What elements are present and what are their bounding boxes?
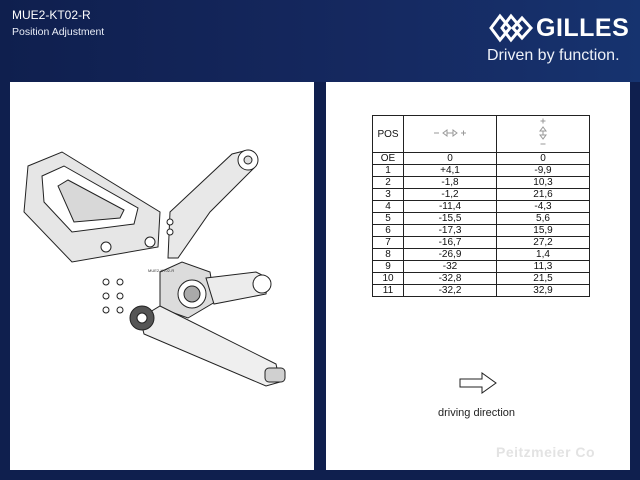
horizontal-value-cell: -17,3 xyxy=(403,224,497,237)
horizontal-value-cell: -1,2 xyxy=(403,188,497,201)
vertical-value-cell: 1,4 xyxy=(496,248,590,261)
document-subtitle: Position Adjustment xyxy=(12,26,105,38)
table-row: 1+4,1-9,9 xyxy=(372,164,590,177)
horizontal-value-cell: -11,4 xyxy=(403,200,497,213)
pos-cell: OE xyxy=(372,152,404,165)
vertical-value-cell: 32,9 xyxy=(496,284,590,297)
pos-cell: 2 xyxy=(372,176,404,189)
horizontal-value-cell: 0 xyxy=(403,152,497,165)
part-mark-label: MUE2-KT02-R xyxy=(148,268,174,273)
rearset-footpeg-assembly-drawing-icon: MUE2-KT02-R xyxy=(23,149,286,387)
vertical-value-cell: 5,6 xyxy=(496,212,590,225)
pos-cell: 7 xyxy=(372,236,404,249)
pos-cell: 10 xyxy=(372,272,404,285)
table-row: 4-11,4-4,3 xyxy=(372,200,590,213)
vertical-value-cell: 21,5 xyxy=(496,272,590,285)
vertical-value-cell: 10,3 xyxy=(496,176,590,189)
position-table-panel: POS xyxy=(326,82,630,470)
driving-direction-label: driving direction xyxy=(438,407,516,419)
horizontal-value-cell: -32 xyxy=(403,260,497,273)
horizontal-value-cell: -32,8 xyxy=(403,272,497,285)
gilles-logo-icon xyxy=(489,13,534,43)
drawing-panel: MUE2-KT02-R xyxy=(10,82,314,470)
brand-logo: GILLES xyxy=(488,12,630,44)
pos-cell: 5 xyxy=(372,212,404,225)
horizontal-value-cell: -32,2 xyxy=(403,284,497,297)
pos-cell: 9 xyxy=(372,260,404,273)
pos-cell: 8 xyxy=(372,248,404,261)
vertical-value-cell: 27,2 xyxy=(496,236,590,249)
pos-cell: 1 xyxy=(372,164,404,177)
horizontal-adjust-arrows-icon xyxy=(403,115,497,153)
header-bar: MUE2-KT02-R Position Adjustment GILLES D… xyxy=(0,0,640,82)
vertical-value-cell: 0 xyxy=(496,152,590,165)
horizontal-value-cell: -15,5 xyxy=(403,212,497,225)
vertical-value-cell: 21,6 xyxy=(496,188,590,201)
table-header-row: POS xyxy=(372,115,590,153)
horizontal-value-cell: -1,8 xyxy=(403,176,497,189)
pos-cell: 3 xyxy=(372,188,404,201)
vertical-value-cell: -4,3 xyxy=(496,200,590,213)
pos-cell: 11 xyxy=(372,284,404,297)
position-adjustment-table: POS xyxy=(372,115,590,297)
document-code: MUE2-KT02-R xyxy=(12,8,91,22)
vertical-value-cell: 11,3 xyxy=(496,260,590,273)
col-header-pos: POS xyxy=(372,115,404,153)
horizontal-value-cell: -16,7 xyxy=(403,236,497,249)
brand-name: GILLES xyxy=(536,14,630,42)
pos-cell: 4 xyxy=(372,200,404,213)
pos-cell: 6 xyxy=(372,224,404,237)
brand-tagline: Driven by function. xyxy=(487,47,620,64)
right-arrow-icon xyxy=(459,372,497,394)
horizontal-value-cell: +4,1 xyxy=(403,164,497,177)
vertical-value-cell: -9,9 xyxy=(496,164,590,177)
vertical-adjust-arrows-icon xyxy=(496,115,590,153)
horizontal-value-cell: -26,9 xyxy=(403,248,497,261)
vertical-value-cell: 15,9 xyxy=(496,224,590,237)
watermark-text: Peitzmeier Co xyxy=(496,444,596,460)
